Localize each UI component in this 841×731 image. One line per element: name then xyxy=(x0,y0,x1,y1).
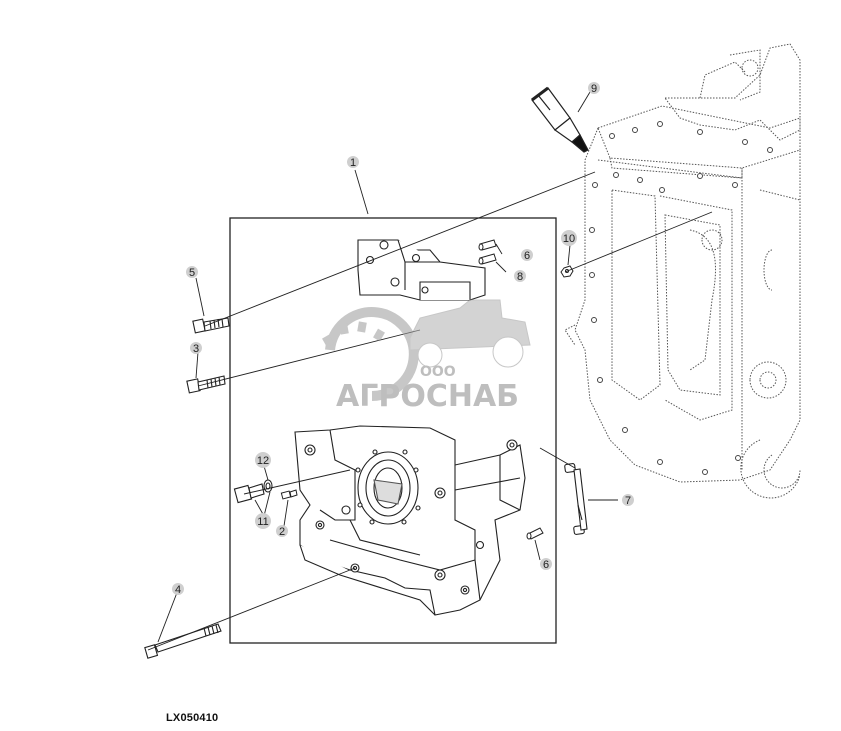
callout-8: 8 xyxy=(514,270,526,283)
fitting-2 xyxy=(280,489,298,500)
washer-12 xyxy=(263,479,273,493)
callout-3: 3 xyxy=(190,342,202,355)
figure-id: LX050410 xyxy=(166,712,219,724)
callout-7: 7 xyxy=(622,494,634,507)
callout-9: 9 xyxy=(588,82,600,95)
callout-10: 10 xyxy=(561,230,577,246)
dowel-pin-6-upper xyxy=(478,239,497,251)
watermark-line2: АГРОСНАБ xyxy=(336,379,519,414)
upper-cover xyxy=(357,239,486,301)
gear-teeth xyxy=(322,321,385,348)
detail-frame xyxy=(229,217,557,644)
callout-5: 5 xyxy=(186,266,198,279)
bolt-5 xyxy=(192,317,230,334)
leader-lines xyxy=(147,91,713,651)
housing-bolt-holes xyxy=(589,121,773,475)
svg-text:12: 12 xyxy=(257,455,269,467)
plug-11 xyxy=(233,483,265,504)
sealant-bottle xyxy=(531,86,589,153)
callout-6-upper: 6 xyxy=(521,249,533,262)
tractor-icon xyxy=(409,299,531,368)
callout-11-left: 11 xyxy=(255,513,271,529)
transmission-housing xyxy=(564,43,801,499)
callout-2: 2 xyxy=(276,525,288,538)
callout-1: 1 xyxy=(347,156,359,169)
watermark-line1: ООО xyxy=(420,364,456,380)
agrosnab-watermark: ООО АГРОСНАБ xyxy=(322,299,531,414)
dowel-pin-6-lower xyxy=(526,527,544,540)
callout-12: 12 xyxy=(255,452,271,468)
rod-7 xyxy=(564,463,588,535)
svg-text:4: 4 xyxy=(175,584,181,596)
callout-4: 4 xyxy=(172,583,184,596)
callout-6-lower: 6 xyxy=(540,558,552,571)
svg-text:6: 6 xyxy=(543,559,549,571)
svg-text:8: 8 xyxy=(517,271,523,283)
svg-text:5: 5 xyxy=(189,267,195,279)
svg-text:9: 9 xyxy=(591,83,597,95)
svg-text:7: 7 xyxy=(625,495,631,507)
svg-text:1: 1 xyxy=(350,157,356,169)
svg-text:11: 11 xyxy=(257,516,268,528)
svg-text:10: 10 xyxy=(563,233,575,245)
pin-8 xyxy=(478,253,497,265)
svg-text:2: 2 xyxy=(279,526,285,538)
bolt-4 xyxy=(144,623,222,659)
lower-housing xyxy=(294,425,526,616)
svg-text:3: 3 xyxy=(193,343,199,355)
svg-text:6: 6 xyxy=(524,250,530,262)
